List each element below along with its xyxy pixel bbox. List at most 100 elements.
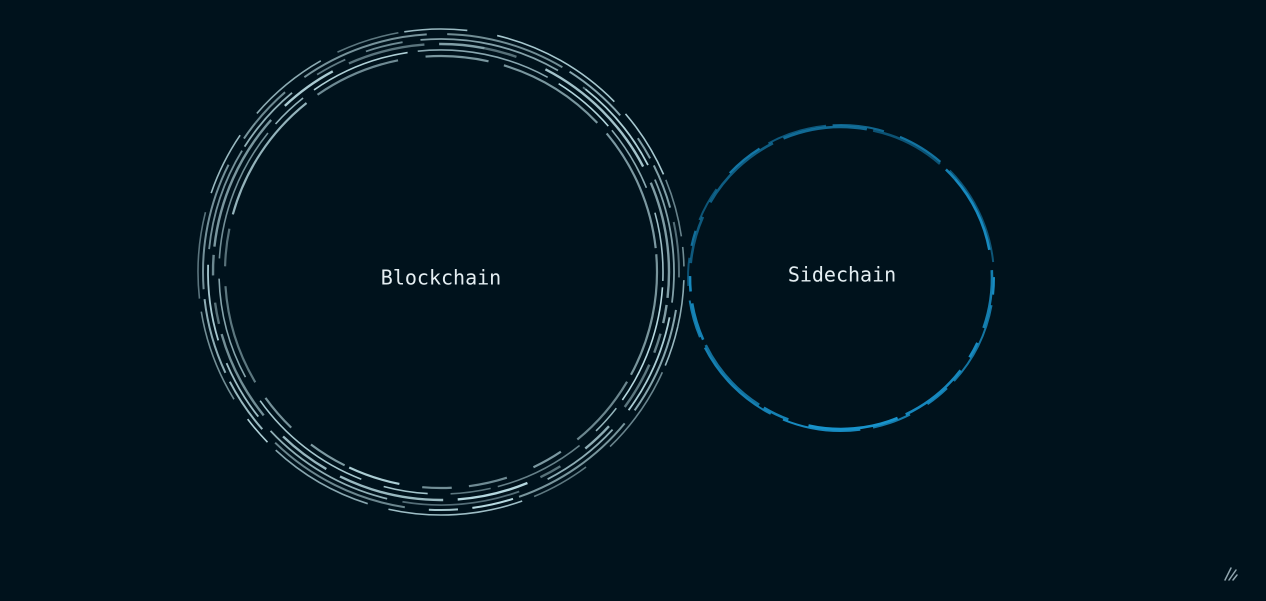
ring-segment bbox=[945, 168, 956, 180]
ring-segment bbox=[303, 33, 427, 78]
ring-segment bbox=[203, 299, 227, 374]
ring-segment bbox=[763, 406, 789, 421]
ring-segment bbox=[484, 47, 517, 58]
ring-segment bbox=[630, 254, 659, 376]
ring-segment bbox=[365, 41, 403, 53]
ring-segment bbox=[243, 92, 293, 148]
ring-segment bbox=[654, 212, 664, 281]
ring-segment bbox=[686, 257, 691, 286]
ring-segment bbox=[872, 129, 941, 165]
ring-segment bbox=[676, 280, 685, 327]
ring-segment bbox=[637, 137, 651, 159]
ring-segment bbox=[611, 129, 648, 189]
ring-segment bbox=[337, 31, 399, 53]
ring-segment bbox=[569, 70, 621, 117]
ring-segment bbox=[704, 344, 760, 406]
ring-segment bbox=[698, 188, 718, 221]
ring-segment bbox=[282, 435, 327, 471]
ring-segment bbox=[208, 150, 243, 250]
ring-segment bbox=[417, 49, 549, 79]
ring-segment bbox=[688, 276, 692, 292]
ring-segment bbox=[218, 132, 269, 259]
ring-segment bbox=[782, 418, 861, 433]
ring-segment bbox=[633, 309, 677, 411]
sidechain-ring[interactable] bbox=[686, 123, 996, 433]
ring-segment bbox=[547, 429, 614, 480]
ring-segment bbox=[218, 278, 247, 378]
ring-segment bbox=[624, 113, 665, 175]
ring-segment bbox=[450, 487, 491, 495]
ring-segment bbox=[228, 381, 264, 430]
ring-segment bbox=[518, 422, 626, 498]
ring-segment bbox=[348, 43, 425, 65]
ring-segment bbox=[243, 122, 257, 140]
ring-segment bbox=[953, 305, 993, 382]
ring-segment bbox=[425, 54, 489, 63]
ring-segment bbox=[428, 508, 459, 511]
ring-segment bbox=[595, 407, 617, 432]
ring-segment bbox=[496, 34, 615, 103]
ring-segment bbox=[497, 444, 581, 488]
ring-segment bbox=[609, 371, 664, 448]
ring-segment bbox=[649, 182, 671, 299]
ring-segment bbox=[905, 369, 962, 416]
ring-segment bbox=[688, 300, 701, 338]
ring-segment bbox=[231, 102, 308, 215]
ring-segment bbox=[664, 326, 679, 366]
ring-segment bbox=[623, 364, 651, 408]
ring-segment bbox=[316, 58, 346, 76]
edit-icon[interactable] bbox=[1222, 565, 1240, 583]
ring-segment bbox=[284, 70, 334, 107]
ring-segment bbox=[653, 333, 662, 354]
ring-segment bbox=[544, 68, 645, 168]
ring-segment bbox=[539, 465, 562, 479]
ring-segment bbox=[627, 317, 671, 411]
ring-segment bbox=[899, 135, 942, 163]
ring-segment bbox=[246, 418, 269, 443]
ring-segment bbox=[402, 490, 520, 506]
ring-segment bbox=[728, 147, 761, 174]
ring-segment bbox=[213, 302, 221, 325]
ring-segment bbox=[274, 441, 405, 509]
ring-segment bbox=[439, 42, 485, 50]
ring-segment bbox=[949, 169, 986, 226]
ring-segment bbox=[404, 28, 468, 33]
ring-segment bbox=[872, 413, 911, 429]
ring-segment bbox=[983, 224, 995, 263]
ring-segment bbox=[316, 59, 399, 96]
ring-segment bbox=[982, 270, 994, 329]
ring-segment bbox=[605, 132, 657, 249]
ring-segment bbox=[665, 179, 683, 237]
ring-segment bbox=[690, 303, 705, 341]
ring-segment bbox=[457, 481, 528, 501]
ring-segment bbox=[383, 485, 428, 495]
ring-segment bbox=[256, 60, 322, 114]
ring-segment bbox=[926, 387, 948, 406]
ring-segment bbox=[447, 33, 563, 69]
ring-segment bbox=[767, 124, 827, 145]
ring-segment bbox=[584, 425, 610, 450]
ring-segment bbox=[422, 486, 452, 490]
ring-segment bbox=[274, 97, 304, 125]
ring-segment bbox=[558, 83, 609, 127]
ring-segment bbox=[264, 397, 292, 429]
blockchain-ring[interactable] bbox=[197, 28, 685, 516]
ring-segment bbox=[202, 164, 230, 290]
ring-segment bbox=[690, 230, 697, 247]
ring-segment bbox=[672, 221, 680, 278]
ring-segment bbox=[197, 212, 207, 299]
sidechain-label: Sidechain bbox=[788, 263, 896, 287]
ring-segment bbox=[472, 497, 514, 509]
ring-segment bbox=[339, 475, 444, 502]
ring-segment bbox=[468, 476, 508, 488]
ring-segment bbox=[576, 381, 629, 441]
ring-segment bbox=[388, 500, 523, 516]
ring-segment bbox=[703, 347, 772, 415]
ring-segment bbox=[420, 38, 559, 72]
ring-segment bbox=[207, 264, 220, 341]
ring-segment bbox=[254, 91, 286, 124]
blockchain-label: Blockchain bbox=[381, 266, 501, 290]
ring-segment bbox=[348, 466, 400, 486]
ring-segment bbox=[808, 416, 899, 431]
ring-segment bbox=[313, 51, 408, 91]
